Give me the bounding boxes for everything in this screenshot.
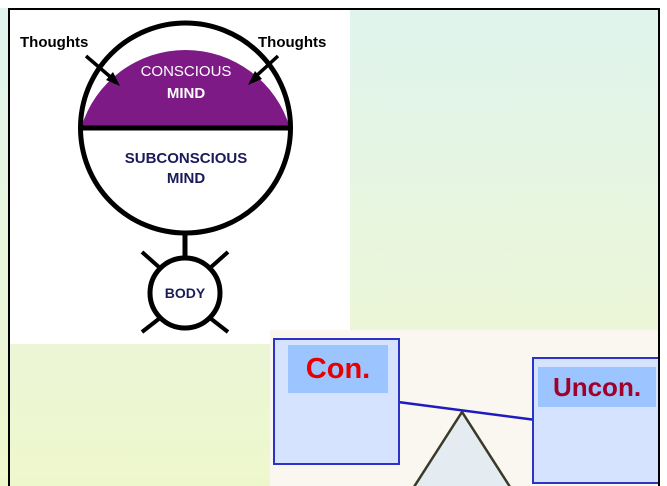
mind-diagram-panel: Thoughts Thoughts CONSCIOUS MIND SUBCONS… — [10, 10, 350, 344]
conscious-box: Con. — [273, 338, 400, 465]
body-label: BODY — [164, 285, 206, 301]
conscious-half — [81, 49, 290, 128]
body-circle — [147, 255, 223, 331]
conscious-label: CONSCIOUS — [140, 63, 232, 80]
conscious-mind-label: MIND — [166, 85, 206, 102]
body-limbs — [140, 250, 230, 334]
subconscious-label: SUBCONSCIOUS — [124, 150, 248, 167]
thoughts-label-right: Thoughts — [258, 34, 327, 51]
conscious-box-label: Con. — [288, 345, 388, 393]
unconscious-box-label: Uncon. — [538, 367, 656, 407]
thoughts-label-left: Thoughts — [20, 34, 89, 51]
balance-scale: Con. Uncon. — [270, 330, 660, 486]
frame-right — [660, 0, 667, 486]
balance-graphic — [397, 400, 537, 486]
frame-top — [0, 0, 667, 8]
balance-beam — [397, 400, 537, 422]
subconscious-mind-label: MIND — [166, 170, 206, 187]
fulcrum — [413, 409, 511, 486]
unconscious-box: Uncon. — [532, 357, 660, 484]
mind-diagram — [78, 20, 293, 334]
thought-arrow-left — [84, 54, 120, 86]
thought-arrow-right — [248, 54, 280, 85]
